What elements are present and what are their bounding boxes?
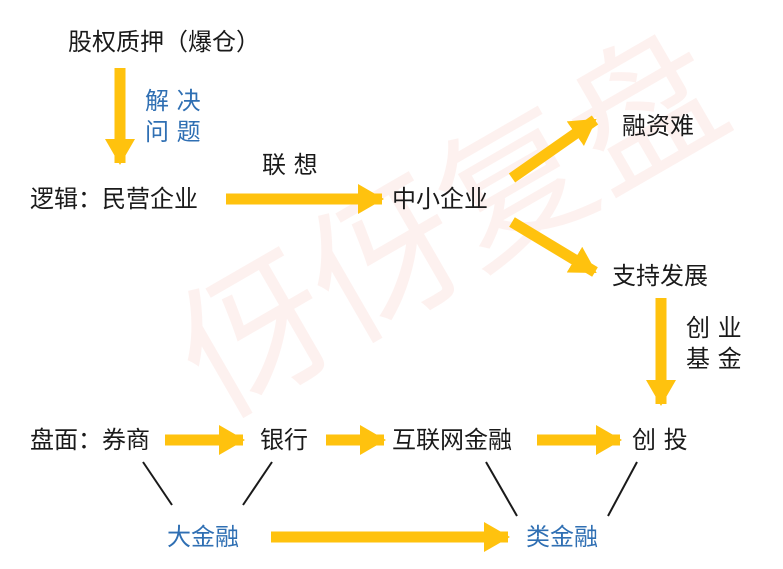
edge-label-fund-line1: 创 业	[686, 314, 742, 342]
node-support: 支持发展	[612, 262, 708, 290]
node-market: 盘面：券商	[30, 426, 150, 454]
edge-label-fund-line2: 基 金	[686, 345, 742, 374]
arrow-sme-to-support	[509, 217, 598, 277]
edge-label-solve-line1: 解 决	[145, 87, 201, 115]
node-logic: 逻辑：民营企业	[30, 185, 198, 213]
connector-market-to-big-finance	[142, 461, 173, 506]
node-pledge: 股权质押（爆仓）	[68, 28, 260, 56]
node-bank: 银行	[260, 426, 308, 454]
node-financing: 融资难	[622, 112, 694, 140]
node-internet-finance: 互联网金融	[392, 426, 512, 454]
edge-label-solve: 解 决 问 题	[145, 86, 201, 148]
node-sme: 中小企业	[392, 185, 488, 213]
node-venture: 创 投	[632, 426, 688, 454]
connector-internet-finance-to-quasi-finance	[485, 461, 518, 517]
edge-label-association: 联 想	[262, 151, 318, 179]
node-big-finance: 大金融	[167, 523, 239, 551]
arrow-sme-to-financing	[508, 115, 599, 183]
connector-bank-to-big-finance	[242, 461, 273, 506]
edge-label-fund: 创 业 基 金	[686, 313, 742, 375]
node-quasi-finance: 类金融	[526, 523, 598, 551]
connector-venture-to-quasi-finance	[607, 461, 638, 517]
edge-label-solve-line2: 问 题	[145, 118, 201, 147]
